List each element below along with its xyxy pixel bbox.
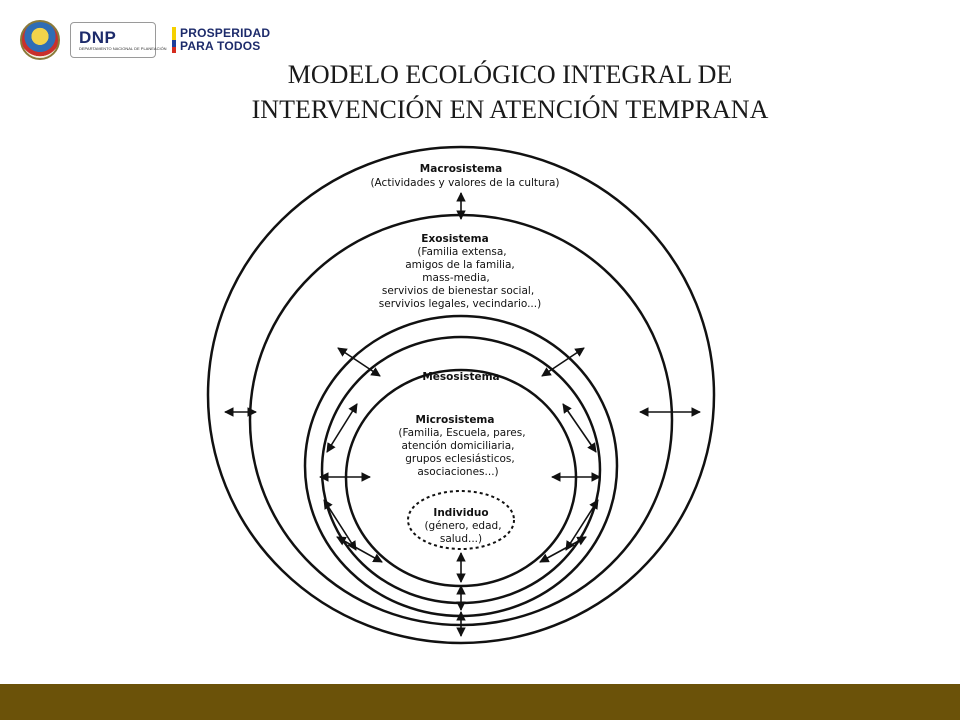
footer-bar — [0, 684, 960, 720]
double-arrow-icon — [539, 536, 587, 563]
double-arrow-icon — [541, 347, 585, 377]
dnp-logo-text: DNP — [79, 28, 117, 47]
prosperidad-logo-line2: PARA TODOS — [180, 39, 261, 53]
individuo-description-line: (género, edad, — [424, 520, 501, 532]
exosistema-description-line: servivios de bienestar social, — [382, 285, 534, 297]
exosistema-label: Exosistema — [421, 233, 488, 245]
mesosistema-label: Mesosistema — [422, 371, 499, 383]
header-logos: DNP DEPARTAMENTO NACIONAL DE PLANEACIÓN … — [20, 18, 270, 62]
double-arrow-icon — [562, 403, 597, 453]
macrosistema-description: (Actividades y valores de la cultura) — [370, 177, 559, 189]
exosistema-description-line: servivios legales, vecindario...) — [379, 298, 541, 310]
microsistema-description-line: asociaciones...) — [417, 466, 498, 478]
microsistema-description-line: grupos eclesiásticos, — [405, 453, 514, 465]
microsistema-description-line: atención domiciliaria, — [402, 440, 515, 452]
microsistema-description-line: (Familia, Escuela, pares, — [398, 427, 525, 439]
double-arrow-icon — [336, 536, 383, 563]
macrosistema-ring — [206, 145, 716, 645]
exosistema-description-line: mass-media, — [422, 272, 489, 284]
dnp-logo: DNP DEPARTAMENTO NACIONAL DE PLANEACIÓN — [70, 22, 167, 58]
exosistema-description-line: (Familia extensa, — [417, 246, 506, 258]
microsistema-label: Microsistema — [416, 414, 495, 426]
exosistema-description-line: amigos de la familia, — [405, 259, 515, 271]
macrosistema-label: Macrosistema — [420, 163, 502, 175]
page-title-line2: INTERVENCIÓN EN ATENCIÓN TEMPRANA — [251, 95, 769, 124]
individuo-ring — [407, 490, 515, 550]
prosperidad-logo-line1: PROSPERIDAD — [180, 26, 271, 40]
individuo-description-line: salud...) — [440, 533, 482, 545]
flag-stripe-icon — [172, 27, 176, 53]
page-title-line1: MODELO ECOLÓGICO INTEGRAL DE — [287, 60, 733, 89]
colombia-seal-logo — [20, 20, 60, 60]
prosperidad-logo: PROSPERIDAD PARA TODOS — [172, 27, 270, 53]
double-arrow-icon — [337, 347, 381, 377]
double-arrow-icon — [326, 403, 358, 453]
dnp-logo-subtitle: DEPARTAMENTO NACIONAL DE PLANEACIÓN — [79, 46, 167, 51]
individuo-label: Individuo — [433, 507, 488, 519]
